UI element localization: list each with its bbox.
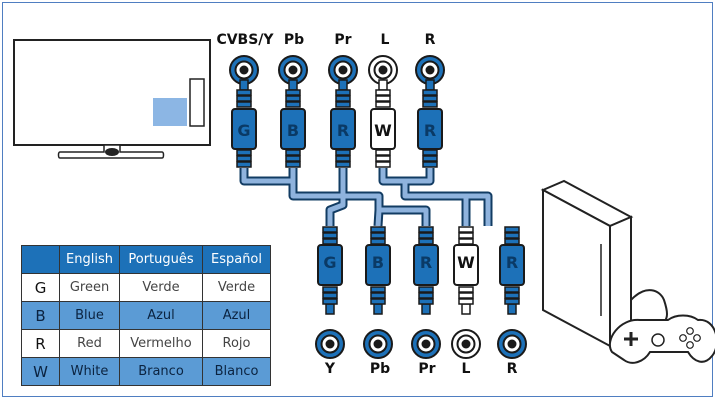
bottom-plug-letter: W	[457, 253, 475, 272]
legend-header-code	[21, 245, 60, 274]
top-plug-letter: G	[237, 121, 250, 140]
legend-header-portugues: Português	[119, 245, 203, 274]
legend-english: White	[59, 357, 120, 386]
legend-portugues: Azul	[119, 301, 203, 330]
audio-cable	[378, 168, 493, 226]
top-jack-label-cvbs-y: CVBS/Y	[216, 32, 274, 48]
top-jack-label-r: R	[424, 32, 436, 48]
top-jack-2	[328, 55, 358, 85]
gamepad-icon	[609, 314, 715, 364]
legend-code: G	[21, 273, 60, 302]
legend-row: G Green Verde Verde	[21, 273, 271, 302]
legend-code: W	[21, 357, 60, 386]
legend-row: R Red Vermelho Rojo	[21, 329, 271, 358]
bottom-plug-letter: G	[323, 253, 336, 272]
legend-header-english: English	[59, 245, 120, 274]
bottom-plug-4: R	[499, 226, 525, 315]
bottom-jack-label-pr: Pr	[418, 361, 436, 377]
top-jack-0	[229, 55, 259, 85]
top-plug-4: R	[417, 79, 443, 168]
legend-portugues: Vermelho	[119, 329, 203, 358]
legend-row: W White Branco Blanco	[21, 357, 271, 386]
bottom-jack-2	[411, 329, 441, 359]
bottom-plug-0: G	[317, 226, 343, 315]
tv-icon	[13, 39, 211, 159]
top-plug-letter: R	[424, 121, 436, 140]
bottom-jack-label-y: Y	[324, 361, 336, 377]
top-jack-1	[278, 55, 308, 85]
top-jack-3	[368, 55, 398, 85]
legend-code: R	[21, 329, 60, 358]
bottom-plug-2: R	[413, 226, 439, 315]
legend-espanol: Azul	[202, 301, 271, 330]
legend-english: Green	[59, 273, 120, 302]
bottom-plug-letter: B	[372, 253, 384, 272]
component-cable	[239, 168, 431, 227]
bottom-jack-1	[363, 329, 393, 359]
top-plug-1: B	[280, 79, 306, 168]
color-legend-table: English Português Español G Green Verde …	[21, 245, 271, 386]
legend-code: B	[21, 301, 60, 330]
legend-portugues: Verde	[119, 273, 203, 302]
top-plug-0: G	[231, 79, 257, 168]
top-plug-3: W	[370, 79, 396, 168]
legend-row: B Blue Azul Azul	[21, 301, 271, 330]
legend-english: Red	[59, 329, 120, 358]
bottom-jack-4	[497, 329, 527, 359]
bottom-plug-3: W	[453, 226, 479, 315]
bottom-jack-3	[451, 329, 481, 359]
top-jack-label-l: L	[380, 32, 390, 48]
legend-portugues: Branco	[119, 357, 203, 386]
bottom-jack-label-l: L	[461, 361, 471, 377]
top-plug-2: R	[330, 79, 356, 168]
legend-espanol: Blanco	[202, 357, 271, 386]
bottom-jack-label-r: R	[506, 361, 518, 377]
legend-espanol: Rojo	[202, 329, 271, 358]
bottom-jack-label-pb: Pb	[369, 361, 391, 377]
bottom-plug-letter: R	[506, 253, 518, 272]
game-console-icon	[540, 179, 668, 348]
top-plug-letter: W	[374, 121, 392, 140]
bottom-plug-1: B	[365, 226, 391, 315]
top-plug-letter: B	[287, 121, 299, 140]
legend-english: Blue	[59, 301, 120, 330]
bottom-jack-0	[315, 329, 345, 359]
top-plug-letter: R	[337, 121, 349, 140]
top-jack-label-pb: Pb	[283, 32, 305, 48]
top-jack-label-pr: Pr	[334, 32, 352, 48]
tv-screen-highlight	[153, 98, 187, 126]
bottom-plug-letter: R	[420, 253, 432, 272]
legend-header-espanol: Español	[202, 245, 271, 274]
legend-espanol: Verde	[202, 273, 271, 302]
legend-header-row: English Português Español	[21, 245, 271, 274]
